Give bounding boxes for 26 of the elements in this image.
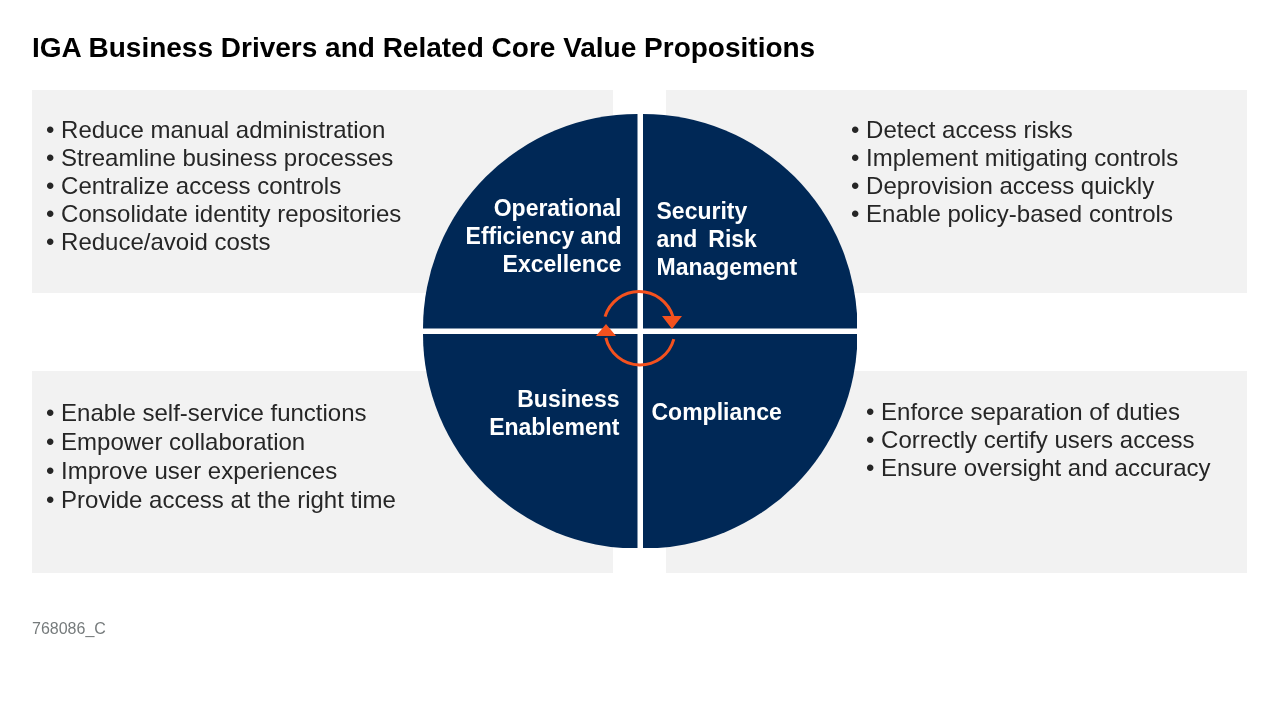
bullet-text: • Streamline business processes <box>46 144 394 172</box>
bullet-text: • Implement mitigating controls <box>851 144 1179 172</box>
quadrant-label: Business Enablement <box>488 384 620 441</box>
bullet-text: • Detect access risks <box>851 116 1073 144</box>
quadrant-segment <box>423 333 638 548</box>
quadrant-segment <box>642 114 857 329</box>
bullet-text: • Empower collaboration <box>46 427 306 456</box>
bullet-text: • Reduce/avoid costs <box>46 228 271 256</box>
bullet-text: • Enforce separation of duties <box>866 398 1180 426</box>
bullet-text: • Reduce manual administration <box>46 116 386 144</box>
diagram-title: IGA Business Drivers and Related Core Value Propositions <box>32 31 816 65</box>
bullet-text: • Ensure oversight and accuracy <box>866 454 1211 482</box>
bullet-text: • Enable policy-based controls <box>851 200 1173 228</box>
quadrant-label: Operational Efficiency and Excellence <box>464 194 622 278</box>
quadrant-label: Security and Risk Management <box>656 197 799 281</box>
quadrant-segment <box>642 333 857 548</box>
bullet-text: • Improve user experiences <box>46 456 338 485</box>
bullet-text: • Provide access at the right time <box>46 485 396 514</box>
bullet-text: • Enable self-service functions <box>46 398 367 427</box>
quadrant-label: Compliance <box>651 397 783 426</box>
bullet-text: • Deprovision access quickly <box>851 172 1155 200</box>
bullet-text: • Centralize access controls <box>46 172 342 200</box>
figure-id-label: 768086_C <box>32 619 106 639</box>
bullet-text: • Correctly certify users access <box>866 426 1195 454</box>
bullet-text: • Consolidate identity repositories <box>46 200 402 228</box>
quadrant-segment <box>423 114 638 329</box>
